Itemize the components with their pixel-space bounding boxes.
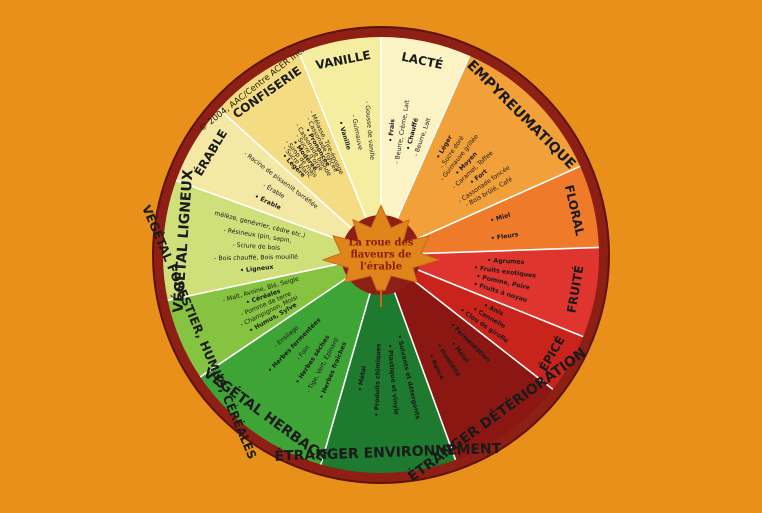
segment-divider [175,179,344,243]
segment-divider [298,52,367,219]
segment-11 [163,180,344,301]
segment-2 [381,37,470,219]
segment-divider [396,55,471,219]
segment-7 [394,279,553,460]
segment-divider [218,108,352,229]
segment-divider [167,262,343,302]
segment-3 [397,55,581,239]
segment-12 [176,109,352,242]
segment-divider [420,246,599,255]
segment-4 [417,166,599,254]
segment-descriptor: • Produits chimiques [373,343,382,417]
segment-1 [299,37,381,218]
segment-descriptor: • Frais [388,118,397,142]
center-title-line: l'érable [360,262,402,273]
segment-descriptor: - Bois chauffé, Bois mouillé [214,253,298,263]
wheel-rim-edge [152,26,610,484]
segment-descriptor: • Ligneux [240,264,274,275]
segment-6 [412,269,584,390]
segment-8 [320,292,456,474]
segment-9 [200,277,370,465]
segment-10 [167,263,348,377]
segment-13 [218,52,367,229]
segment-descriptor: • Métal [356,365,368,392]
center-title-line: flaveurs de [351,250,412,261]
center-title-line: La roue des [348,238,413,249]
segment-descriptor: - Sciure de bois [232,242,280,252]
segment-dividers [167,37,599,465]
segment-divider [412,278,554,390]
segment-5 [418,247,599,337]
segment-divider [393,292,457,461]
segment-divider [417,165,581,240]
segment-divider [320,293,371,465]
segment-descriptor: • Agrumes [487,257,525,266]
wheel-segments [163,37,599,474]
segment-descriptor: • Fleurs [490,231,519,242]
segment-divider [199,276,349,378]
segment-divider [417,269,584,338]
